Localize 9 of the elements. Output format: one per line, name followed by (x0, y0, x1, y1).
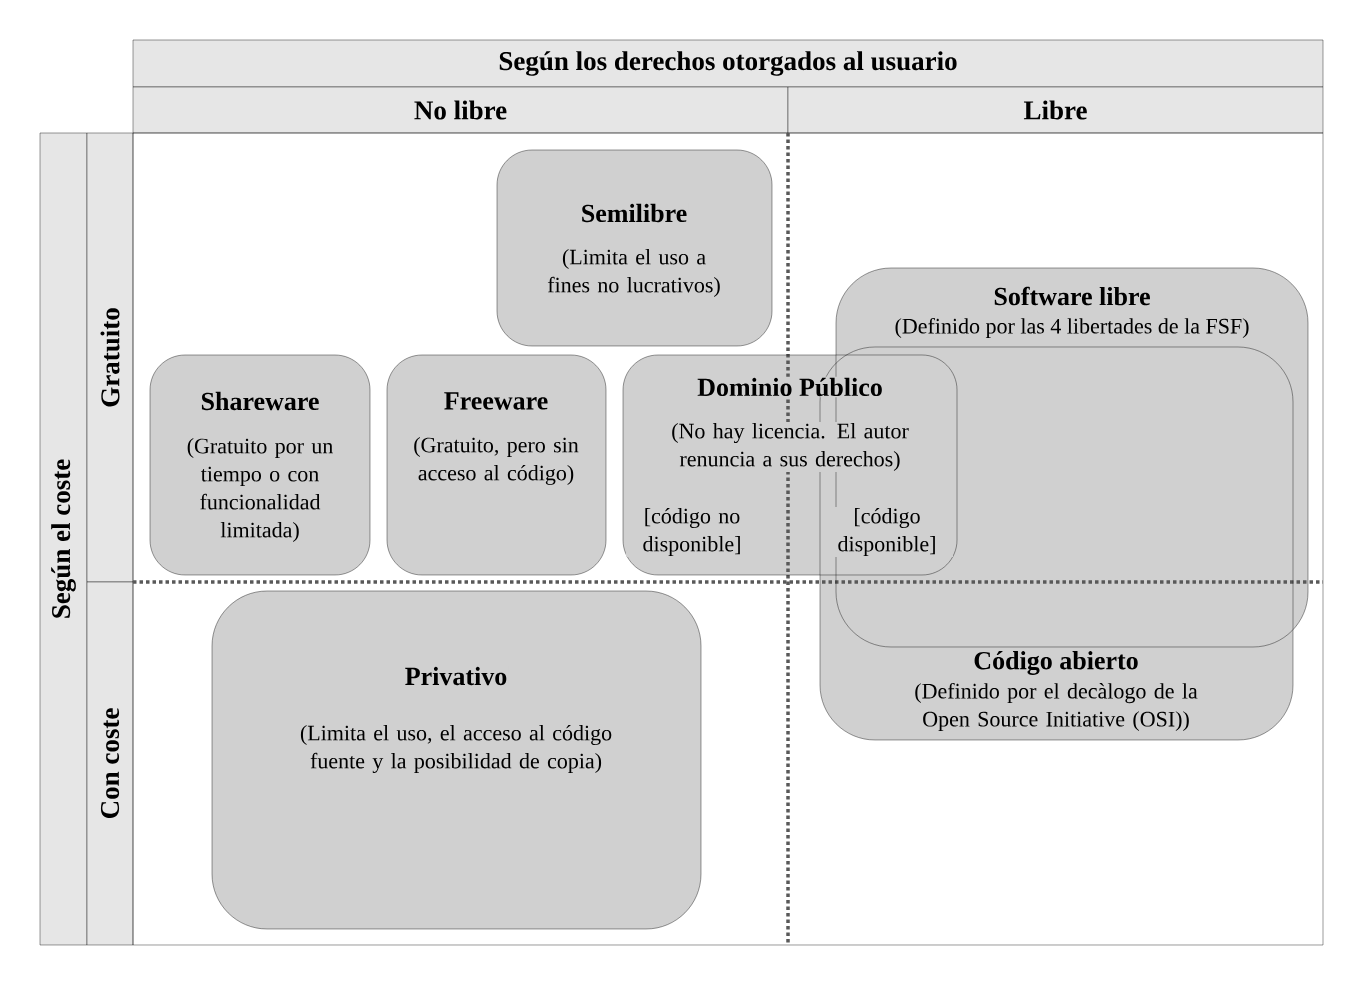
category-box: Dominio Público (No hay licencia. El autor renuncia a sus derechos) [código no disponible] [código disponible] (622, 354, 958, 576)
category-box: Freeware (Gratuito, pero sin acceso al código) (386, 354, 607, 576)
category-box: Privativo (Limita el uso, el acceso al código fuente y la posibilidad de copia) (211, 590, 702, 930)
column-header: No libre (132, 86, 789, 134)
row-header: Con coste (86, 581, 134, 946)
category-box: Shareware (Gratuito por un tiempo o con funcionalidad limitada) (149, 354, 371, 576)
category-box: Semilibre (Limita el uso a fines no lucrativos) (496, 149, 773, 347)
row-header: Gratuito (86, 132, 134, 583)
column-header: Libre (787, 86, 1324, 134)
